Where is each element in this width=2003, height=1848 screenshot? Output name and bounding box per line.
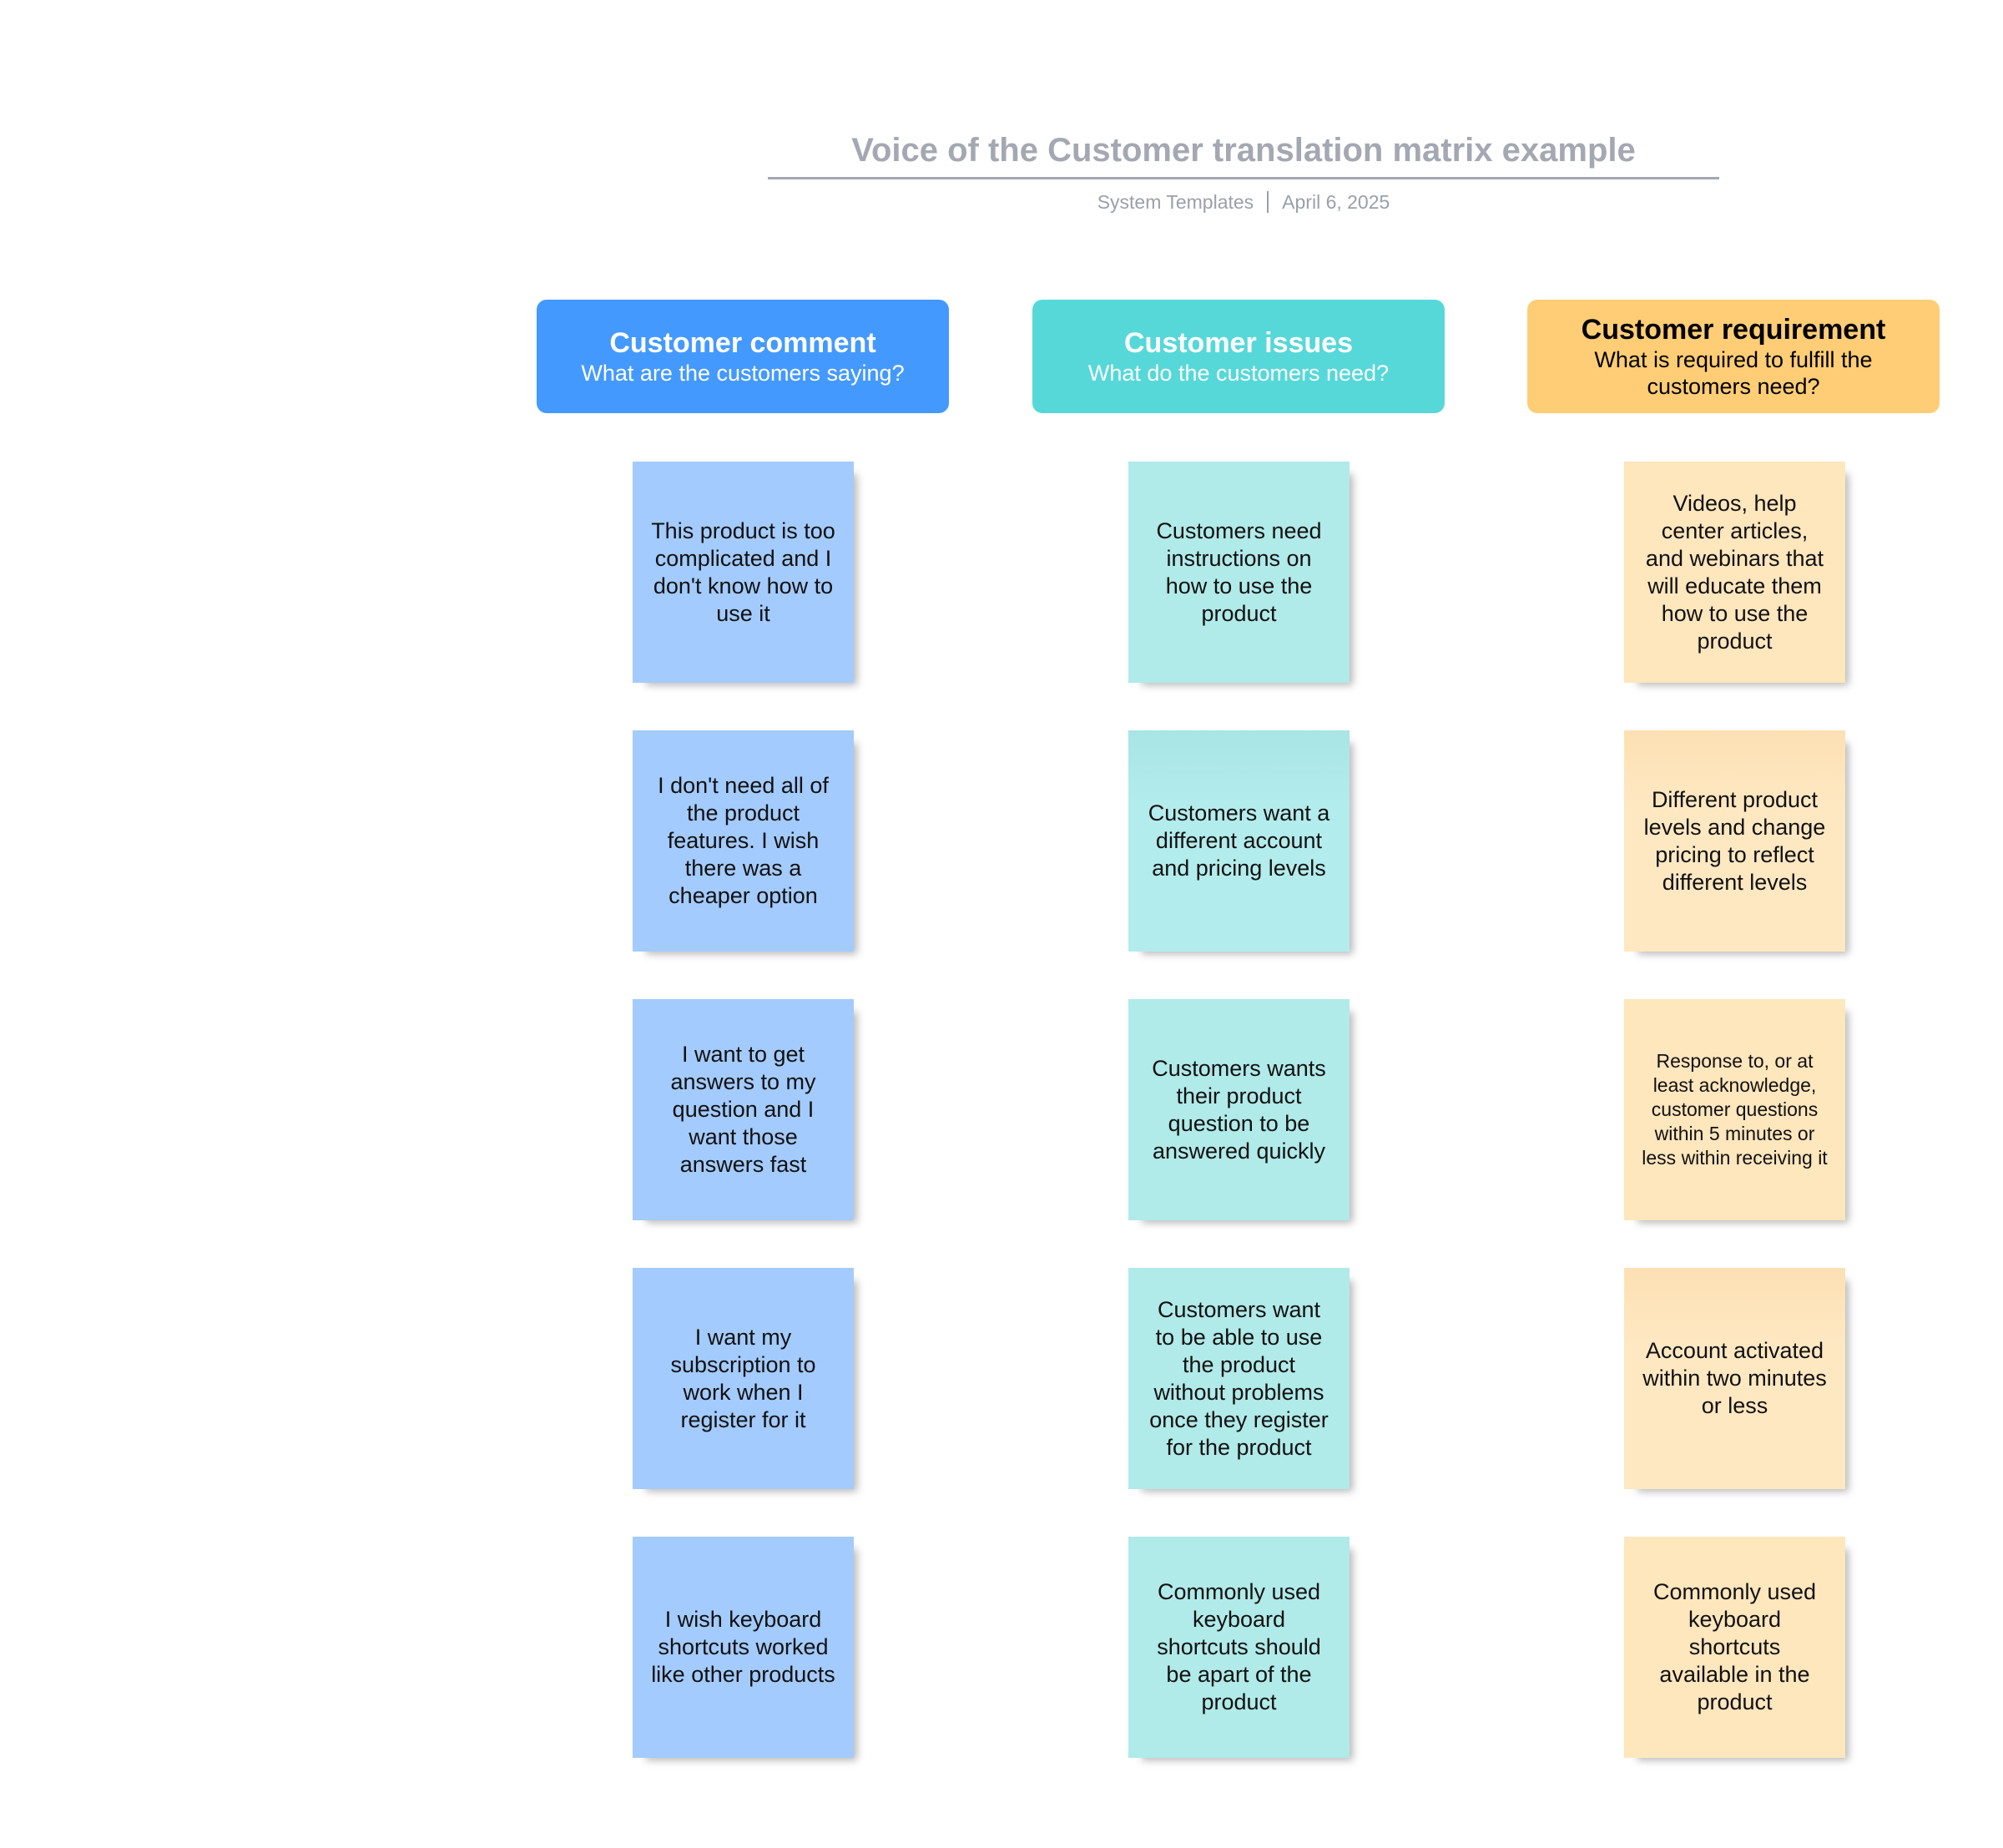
- sticky-note-text: I wish keyboard shortcuts worked like ot…: [651, 1607, 835, 1687]
- board-title[interactable]: Voice of the Customer translation matrix…: [768, 125, 1719, 179]
- column-header-title: Customer issues: [1124, 327, 1353, 359]
- sticky-note-text: Customers need instructions on how to us…: [1156, 518, 1322, 626]
- author-label: System Templates: [1097, 191, 1254, 213]
- sticky-note-text: Customers wants their product question t…: [1152, 1055, 1326, 1164]
- sticky-note-comment[interactable]: This product is too complicated and I do…: [633, 462, 854, 683]
- sticky-note-text: I don't need all of the product features…: [658, 773, 829, 908]
- column-header-title: Customer comment: [609, 327, 876, 359]
- sticky-note-comment[interactable]: I want to get answers to my question and…: [633, 999, 854, 1220]
- sticky-note-text: Commonly used keyboard shortcuts should …: [1157, 1579, 1321, 1714]
- column-header-subtitle: What are the customers saying?: [581, 361, 905, 386]
- board-title-block: Voice of the Customer translation matrix…: [768, 125, 1719, 216]
- sticky-note-text: Response to, or at least acknowledge, cu…: [1642, 1050, 1828, 1169]
- sticky-note-text: Different product levels and change pric…: [1643, 786, 1826, 895]
- column-header-title: Customer requirement: [1581, 314, 1886, 346]
- sticky-note-issue[interactable]: Customers want to be able to use the pro…: [1128, 1268, 1350, 1489]
- column-header-subtitle: What is required to fulfill the customer…: [1594, 347, 1873, 399]
- sticky-note-requirement[interactable]: Response to, or at least acknowledge, cu…: [1624, 999, 1845, 1220]
- sticky-note-requirement[interactable]: Videos, help center articles, and webina…: [1624, 462, 1845, 683]
- sticky-note-comment[interactable]: I want my subscription to work when I re…: [633, 1268, 854, 1489]
- sticky-note-text: I want to get answers to my question and…: [670, 1042, 816, 1177]
- board-meta: System Templates April 6, 2025: [768, 188, 1719, 216]
- sticky-note-issue[interactable]: Customers need instructions on how to us…: [1128, 462, 1350, 683]
- sticky-note-text: Customers want a different account and p…: [1148, 800, 1330, 881]
- column-header-customer-requirement[interactable]: Customer requirement What is required to…: [1527, 300, 1940, 413]
- sticky-note-requirement[interactable]: Account activated within two minutes or …: [1624, 1268, 1845, 1489]
- sticky-note-text: This product is too complicated and I do…: [651, 518, 835, 626]
- sticky-note-issue[interactable]: Customers wants their product question t…: [1128, 999, 1350, 1220]
- date-label: April 6, 2025: [1282, 191, 1390, 213]
- column-header-customer-issues[interactable]: Customer issues What do the customers ne…: [1032, 300, 1445, 413]
- sticky-note-comment[interactable]: I wish keyboard shortcuts worked like ot…: [633, 1537, 854, 1758]
- sticky-note-comment[interactable]: I don't need all of the product features…: [633, 730, 854, 952]
- meta-separator: [1267, 191, 1269, 213]
- sticky-note-requirement[interactable]: Different product levels and change pric…: [1624, 730, 1845, 952]
- sticky-note-text: Account activated within two minutes or …: [1642, 1338, 1827, 1418]
- column-header-subtitle: What do the customers need?: [1087, 361, 1390, 386]
- sticky-note-requirement[interactable]: Commonly used keyboard shortcuts availab…: [1624, 1537, 1845, 1758]
- sticky-note-issue[interactable]: Customers want a different account and p…: [1128, 730, 1350, 952]
- sticky-note-text: Commonly used keyboard shortcuts availab…: [1652, 1579, 1817, 1714]
- column-header-customer-comment[interactable]: Customer comment What are the customers …: [537, 300, 949, 413]
- sticky-note-text: Customers want to be able to use the pro…: [1149, 1296, 1329, 1460]
- sticky-note-text: Videos, help center articles, and webina…: [1645, 490, 1824, 654]
- sticky-note-text: I want my subscription to work when I re…: [670, 1324, 816, 1432]
- sticky-note-issue[interactable]: Commonly used keyboard shortcuts should …: [1128, 1537, 1350, 1758]
